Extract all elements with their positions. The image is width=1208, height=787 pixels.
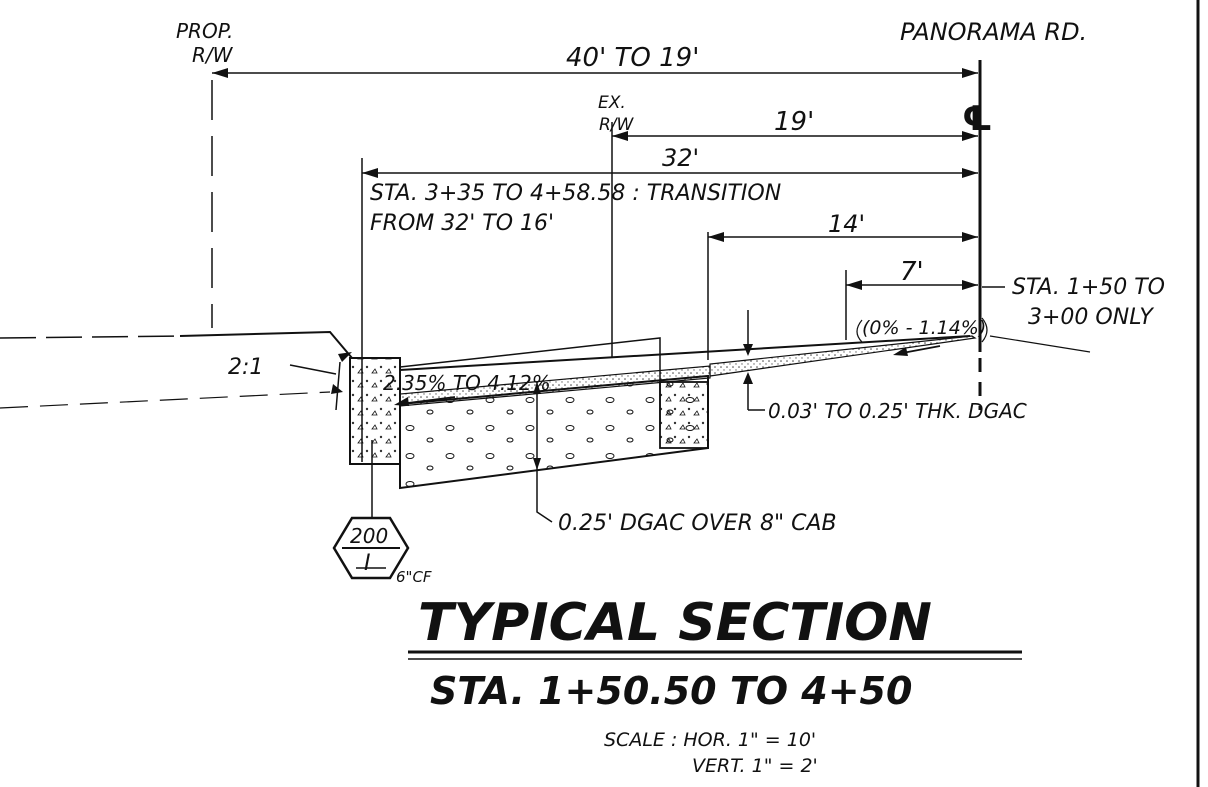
dim-19-arrow-right [962,131,978,141]
structure-arrow-bottom [533,458,541,470]
prop-rw-label-bottom: R/W [192,43,234,67]
prop-rw-label-top: PROP. [176,19,233,43]
side-slope-tick [335,361,341,411]
marker-bottom-text: I [364,551,371,576]
dim-32-arrow-left [362,168,378,178]
slope-2-1-label: 2:1 [228,355,263,380]
slope-2-1-leader [289,364,337,375]
existing-ground-lower [0,391,331,409]
thk-note-label: 0.03' TO 0.25' THK. DGAC [768,399,1027,423]
ex-rw-label-bottom: R/W [599,115,635,135]
marker-top-text: 200 [350,524,388,548]
existing-ground-upper [0,335,181,339]
slope-left-arrowhead [394,397,409,406]
slope-left-label: 2.35% TO 4.12% [383,371,551,395]
dim-14-arrow-left [708,232,724,242]
thk-arrow-top [743,344,753,356]
section-title: TYPICAL SECTION [418,593,932,653]
existing-ground-right [989,335,1091,353]
structure-note-leader [536,500,553,523]
slope-2-1-arrow-b [331,384,343,394]
dim-40-19-arrow-right [962,68,978,78]
side-slope-line [179,330,353,359]
scale-horizontal: SCALE : HOR. 1" = 10' [604,729,816,751]
dim-32-label: 32' [662,144,699,172]
dim-32-arrow-right [962,168,978,178]
thk-arrow-bottom [743,372,753,384]
ex-rw-label-top: EX. [598,93,626,113]
slope-left-arrow-line [399,396,456,405]
dim-7-arrow-right [962,280,978,290]
dim-7-arrow-left [846,280,862,290]
slope-right-arrowhead [893,347,908,356]
curb-note-label: 6"CF [396,568,432,586]
dim-19-label: 19' [774,107,814,137]
base-course [399,374,709,490]
sta-note-line1: STA. 1+50 TO [1012,275,1165,300]
structure-arrow-top [533,382,541,394]
marker-octagon [332,516,410,580]
centerline-symbol: ℄ [962,99,992,139]
transition-note-line1: STA. 3+35 TO 4+58.58 : TRANSITION [370,181,781,206]
dim-40-19-label: 40' TO 19' [566,43,699,73]
transition-note-line2: FROM 32' TO 16' [370,211,554,236]
dim-19-arrow-left [612,131,628,141]
section-subtitle: STA. 1+50.50 TO 4+50 [430,669,912,713]
road-name: PANORAMA RD. [900,18,1087,46]
sta-note-line2: 3+00 ONLY [1028,305,1154,330]
dim-14-label: 14' [828,210,865,238]
new-pavement-top [399,335,971,371]
dim-7-label: 7' [900,257,924,287]
structure-note-label: 0.25' DGAC OVER 8" CAB [558,511,837,536]
dim-14-arrow-right [962,232,978,242]
overlay-layer [709,335,977,377]
dim-40-19-arrow-left [212,68,228,78]
scale-vertical: VERT. 1" = 2' [692,755,818,777]
slope-right-bracket [856,317,988,343]
slope-2-1-arrow-a [338,352,352,362]
slope-right-label: (0% - 1.14%) [862,317,986,339]
